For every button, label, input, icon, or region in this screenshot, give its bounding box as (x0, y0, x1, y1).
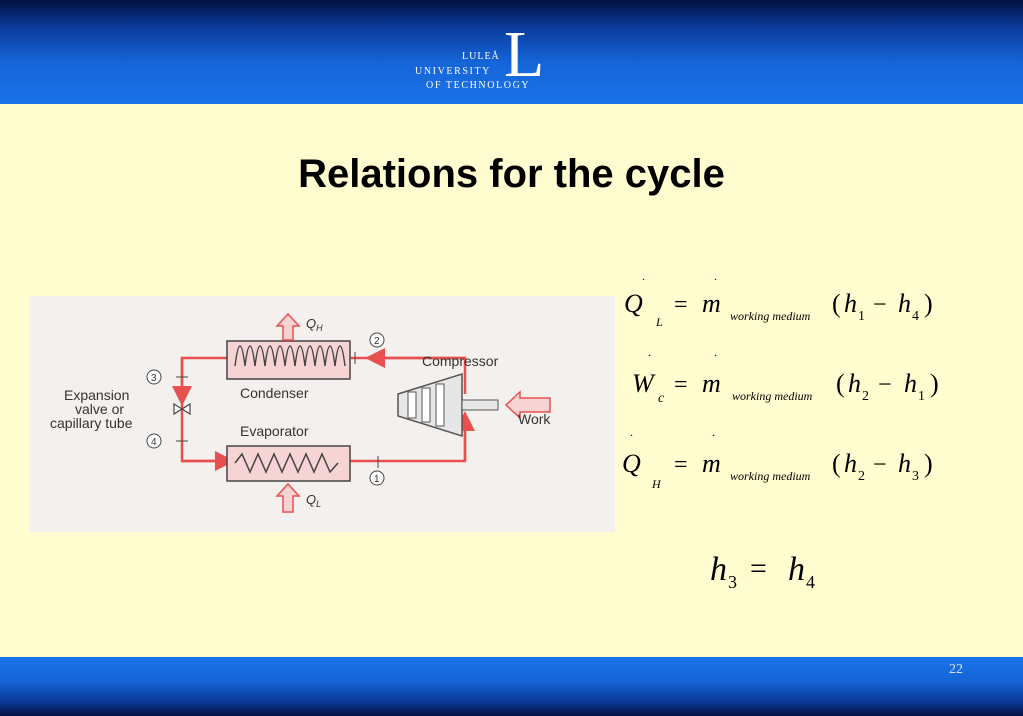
eq1-m: m (702, 289, 721, 318)
state-1-marker (369, 470, 385, 486)
ql-label: Q (306, 492, 316, 507)
compressor-shaft (461, 399, 499, 411)
slide-title: Relations for the cycle (298, 152, 725, 196)
svg-text:.: . (714, 345, 717, 359)
eq1-lhs: Q (624, 289, 643, 318)
svg-text:.: . (648, 345, 651, 359)
eq1-b-sub: 4 (912, 309, 919, 324)
heat-out-arrow (275, 312, 301, 341)
svg-text:.: . (712, 425, 715, 439)
svg-text:−: − (873, 452, 887, 478)
equation-qh: . . Q H = m working medium ( h 2 − h 3 ) (622, 425, 933, 491)
svg-text:=: = (674, 372, 688, 398)
eq3-b: h (898, 449, 911, 478)
qh-sub: H (316, 323, 323, 333)
svg-text:=: = (750, 552, 767, 585)
evaporator-box (226, 445, 351, 482)
condenser-label: Condenser (240, 385, 309, 401)
svg-text:=: = (674, 452, 688, 478)
svg-text:−: − (878, 372, 892, 398)
svg-text:): ) (924, 449, 933, 478)
logo-line-university: UNIVERSITY (415, 66, 491, 77)
eq2-b-sub: 1 (918, 389, 925, 404)
svg-text:): ) (924, 289, 933, 318)
eq2-m-sub: working medium (732, 389, 813, 403)
state-3-label: 3 (151, 373, 157, 384)
qh-label: Q (306, 316, 316, 331)
evaporator-label: Evaporator (240, 423, 309, 439)
svg-text:=: = (674, 292, 688, 318)
eq1-lhs-sub: L (655, 315, 663, 329)
eq2-lhs: W (632, 369, 656, 398)
svg-text:−: − (873, 292, 887, 318)
svg-text:QL: QL (306, 492, 321, 509)
state-2-marker (369, 332, 385, 348)
refrigeration-cycle-diagram: Work QH QL Condenser Evaporator Compress… (30, 296, 615, 532)
svg-text:(: ( (832, 449, 841, 478)
equation-ql: . . Q L = m working medium ( h 1 − h 4 ) (624, 269, 933, 329)
eq4-b: h (788, 551, 805, 588)
svg-text:.: . (642, 269, 645, 283)
logo-letter: L (504, 18, 545, 91)
logo-line-lulea: LULEÅ (462, 51, 500, 62)
ql-sub: L (316, 499, 321, 509)
eq2-a: h (848, 369, 861, 398)
expansion-label-3: capillary tube (50, 415, 133, 431)
expansion-label-2: valve or (75, 401, 124, 417)
eq3-lhs: Q (622, 449, 641, 478)
page-number: 22 (949, 662, 963, 677)
eq3-m: m (702, 449, 721, 478)
eq2-a-sub: 2 (862, 389, 869, 404)
eq2-b: h (904, 369, 917, 398)
expansion-label-1: Expansion (64, 387, 129, 403)
compressor-label: Compressor (422, 353, 499, 369)
eq1-b: h (898, 289, 911, 318)
work-label: Work (518, 411, 551, 427)
header-bar: LULEÅ UNIVERSITY OF TECHNOLOGY L (0, 0, 1023, 104)
svg-text:(: ( (832, 289, 841, 318)
heat-in-arrow (275, 482, 301, 513)
equation-h3-h4: h 3 = h 4 (710, 551, 815, 592)
eq4-a: h (710, 551, 727, 588)
state-1-label: 1 (374, 474, 380, 485)
svg-text:(: ( (836, 369, 845, 398)
svg-text:.: . (714, 269, 717, 283)
state-4-label: 4 (151, 437, 157, 448)
eq3-a-sub: 2 (858, 469, 865, 484)
eq1-a: h (844, 289, 857, 318)
eq4-b-sub: 4 (806, 572, 815, 592)
equation-wc: . . W c = m working medium ( h 2 − h 1 ) (632, 345, 939, 406)
svg-text:): ) (930, 369, 939, 398)
state-2-label: 2 (374, 336, 380, 347)
equations-block: . . Q L = m working medium ( h 1 − h 4 )… (618, 262, 1018, 592)
footer-bar: 22 (0, 657, 1023, 716)
condenser-coil (234, 345, 346, 367)
eq3-b-sub: 3 (912, 469, 919, 484)
svg-text:.: . (630, 425, 633, 439)
eq2-lhs-sub: c (658, 391, 665, 406)
eq3-lhs-sub: H (651, 477, 662, 491)
eq3-a: h (844, 449, 857, 478)
university-logo: LULEÅ UNIVERSITY OF TECHNOLOGY L (412, 22, 562, 94)
svg-text:QH: QH (306, 316, 323, 333)
eq1-m-sub: working medium (730, 309, 811, 323)
eq2-m: m (702, 369, 721, 398)
work-arrow (504, 390, 551, 420)
state-3-marker (146, 369, 162, 385)
expansion-valve-icon (173, 402, 191, 416)
eq1-a-sub: 1 (858, 309, 865, 324)
logo-line-technology: OF TECHNOLOGY (426, 80, 531, 91)
eq3-m-sub: working medium (730, 469, 811, 483)
evaporator-coil (234, 452, 339, 474)
state-4-marker (146, 433, 162, 449)
eq4-a-sub: 3 (728, 572, 737, 592)
